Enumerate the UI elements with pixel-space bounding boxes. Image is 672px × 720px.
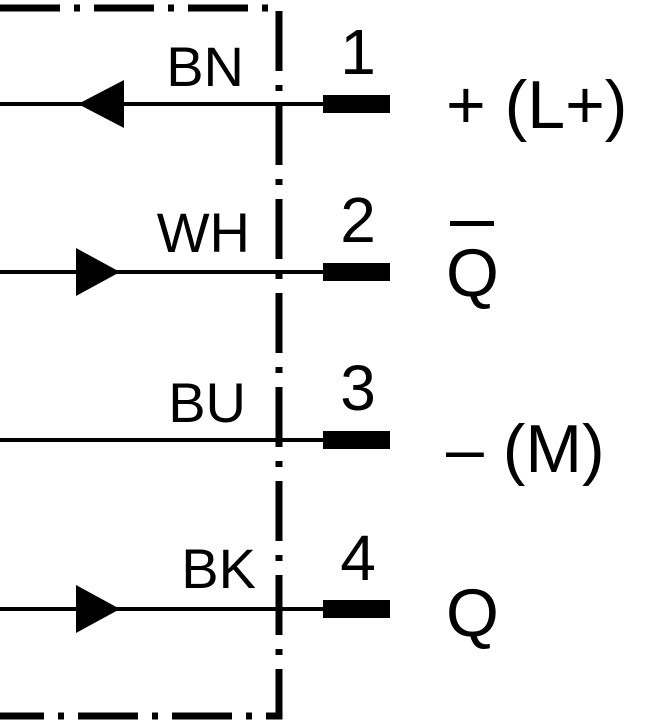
arrow-out-icon bbox=[76, 248, 120, 296]
pin-number: 1 bbox=[340, 16, 376, 88]
pin-number: 4 bbox=[340, 522, 376, 594]
pin-terminal bbox=[323, 600, 390, 618]
signal-label: – (M) bbox=[446, 411, 605, 487]
wire-row-3: BU 3 – (M) bbox=[0, 352, 605, 487]
wire-color-code: BK bbox=[181, 537, 256, 600]
signal-label: + (L+) bbox=[446, 67, 627, 143]
pin-terminal bbox=[323, 431, 390, 449]
signal-label: Q bbox=[446, 575, 499, 651]
wire-color-code: BN bbox=[166, 35, 244, 98]
wire-color-code: BU bbox=[168, 371, 246, 434]
wire-row-1: BN 1 + (L+) bbox=[0, 16, 627, 143]
signal-label: Q bbox=[446, 235, 499, 311]
pin-number: 2 bbox=[340, 184, 376, 256]
pin-terminal bbox=[323, 95, 390, 113]
signal-overline bbox=[450, 221, 494, 226]
arrow-in-icon bbox=[78, 80, 124, 128]
pin-number: 3 bbox=[340, 352, 376, 424]
wire-row-2: WH 2 Q bbox=[0, 184, 499, 311]
wire-color-code: WH bbox=[157, 201, 250, 264]
wire-row-4: BK 4 Q bbox=[0, 522, 499, 651]
pin-terminal bbox=[323, 263, 390, 281]
housing-border bbox=[0, 4, 283, 720]
arrow-out-icon bbox=[76, 585, 120, 633]
